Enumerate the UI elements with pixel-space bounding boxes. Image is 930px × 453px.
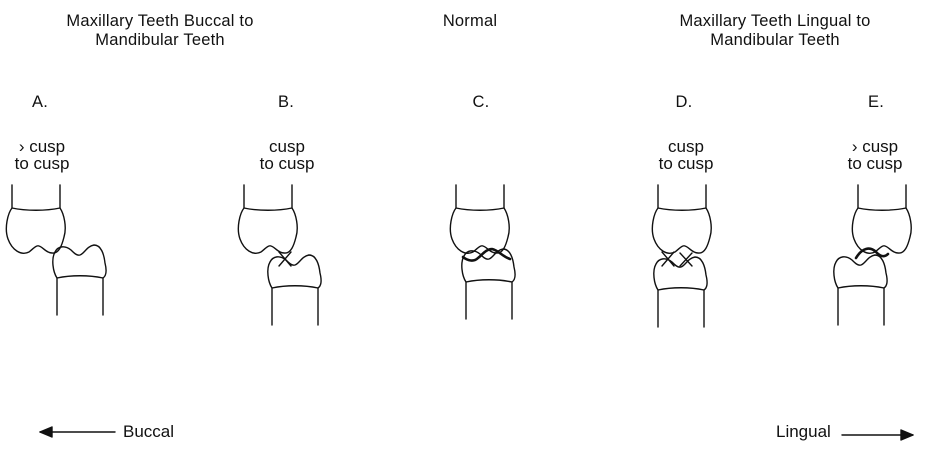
panel-d-lower-tooth <box>654 257 707 327</box>
lingual-direction-label: Lingual <box>776 422 831 442</box>
panel-b-upper-tooth <box>238 185 297 253</box>
panel-a-lower-tooth <box>53 245 106 315</box>
panel-e-lower-tooth <box>834 255 887 325</box>
lingual-arrow-icon <box>842 430 913 440</box>
panel-d-upper-tooth <box>652 185 711 253</box>
panel-e-upper-tooth <box>852 185 911 253</box>
panel-b-contact-mark <box>279 252 291 266</box>
panel-c-upper-tooth <box>450 185 509 253</box>
buccal-direction-label: Buccal <box>123 422 174 442</box>
panel-b-lower-tooth <box>268 255 321 325</box>
buccal-arrow-icon <box>40 427 115 437</box>
panel-a-upper-tooth <box>6 185 65 253</box>
